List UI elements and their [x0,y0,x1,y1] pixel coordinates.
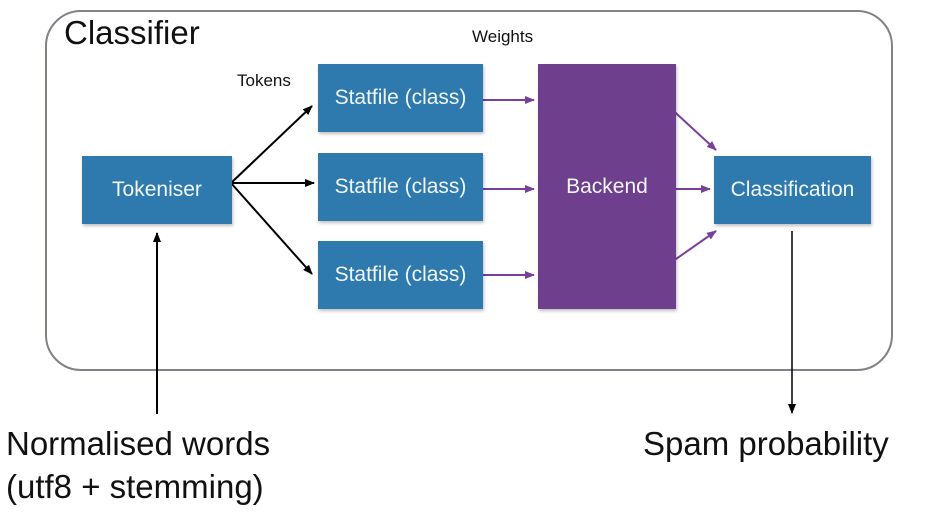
statfile-node-3: Statfile (class) [318,241,483,309]
weights-label: Weights [472,27,534,46]
output-label: Spam probability [643,425,889,462]
statfile-to-backend-arrows [478,96,535,279]
arrow-tokeniser-statfile-3 [230,182,313,275]
classifier-container [45,10,893,371]
statfile-node-1: Statfile (class) [318,64,483,132]
backend-node: Backend [538,64,676,309]
arrow-tokeniser-statfile-1 [230,105,313,184]
input-label-line-1: Normalised words [6,425,271,462]
statfile-node-2: Statfile (class) [318,153,483,221]
tokeniser-to-statfile-arrows [230,105,315,275]
tokens-label: Tokens [237,71,291,90]
classification-node: Classification [714,156,871,224]
tokeniser-node: Tokeniser [82,156,232,224]
classifier-title: Classifier [64,14,200,51]
input-label-line-2: (utf8 + stemming) [6,468,264,505]
